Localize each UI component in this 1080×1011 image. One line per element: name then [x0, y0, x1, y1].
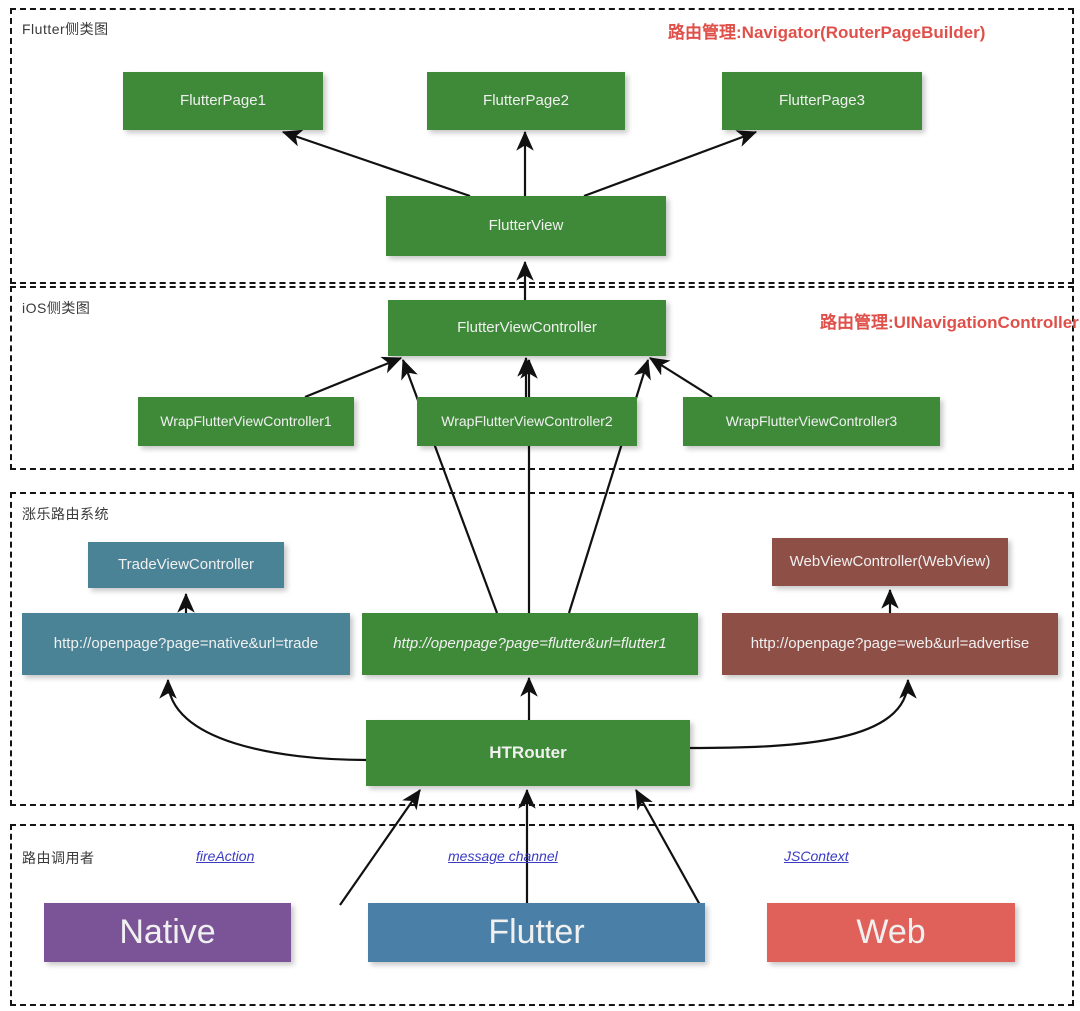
node-trade-view-controller[interactable]: TradeViewController [88, 542, 284, 588]
section-router-callers [10, 824, 1074, 1006]
node-label: WebViewController(WebView) [789, 553, 991, 571]
node-url-flutter[interactable]: http://openpage?page=flutter&url=flutter… [362, 613, 698, 675]
section-label-router-callers: 路由调用者 [22, 850, 95, 866]
section-ios-side [10, 286, 1074, 470]
node-label: WrapFlutterViewController2 [441, 413, 613, 430]
node-label: http://openpage?page=web&url=advertise [750, 635, 1030, 653]
node-caller-web[interactable]: Web [767, 903, 1015, 962]
section-label-router-system: 涨乐路由系统 [22, 506, 109, 522]
node-flutter-page-3[interactable]: FlutterPage3 [722, 72, 922, 130]
node-flutter-page-1[interactable]: FlutterPage1 [123, 72, 323, 130]
node-label: WrapFlutterViewController1 [160, 413, 332, 430]
section-note-ios-side: 路由管理:UINavigationController [820, 313, 1079, 332]
node-label: FlutterView [488, 217, 564, 235]
node-label: FlutterViewController [457, 319, 597, 337]
node-label: FlutterPage2 [483, 92, 569, 110]
node-url-native[interactable]: http://openpage?page=native&url=trade [22, 613, 350, 675]
section-router-system [10, 492, 1074, 806]
node-label: FlutterPage3 [779, 92, 865, 110]
section-flutter-side [10, 8, 1074, 284]
node-label: http://openpage?page=native&url=trade [53, 635, 319, 653]
section-note-flutter-side: 路由管理:Navigator(RouterPageBuilder) [668, 23, 986, 42]
node-ht-router[interactable]: HTRouter [366, 720, 690, 786]
section-label-ios-side: iOS侧类图 [22, 300, 91, 316]
node-flutter-view-controller[interactable]: FlutterViewController [388, 300, 666, 356]
node-flutter-view[interactable]: FlutterView [386, 196, 666, 256]
node-web-view-controller[interactable]: WebViewController(WebView) [772, 538, 1008, 586]
link-label-message-channel: message channel [448, 848, 558, 864]
link-label-fire-action: fireAction [196, 848, 255, 864]
node-caller-flutter[interactable]: Flutter [368, 903, 705, 962]
node-label: HTRouter [489, 743, 567, 763]
node-label: TradeViewController [118, 556, 254, 574]
node-label: Web [856, 912, 926, 951]
node-wrap-flutter-view-controller-3[interactable]: WrapFlutterViewController3 [683, 397, 940, 446]
node-label: FlutterPage1 [180, 92, 266, 110]
node-caller-native[interactable]: Native [44, 903, 291, 962]
link-label-js-context: JSContext [784, 848, 849, 864]
node-label: Flutter [488, 912, 585, 951]
node-url-web[interactable]: http://openpage?page=web&url=advertise [722, 613, 1058, 675]
node-label: http://openpage?page=flutter&url=flutter… [393, 635, 667, 653]
node-wrap-flutter-view-controller-1[interactable]: WrapFlutterViewController1 [138, 397, 354, 446]
node-label: Native [119, 912, 216, 951]
node-flutter-page-2[interactable]: FlutterPage2 [427, 72, 625, 130]
node-label: WrapFlutterViewController3 [725, 413, 898, 430]
section-label-flutter-side: Flutter侧类图 [22, 21, 109, 37]
node-wrap-flutter-view-controller-2[interactable]: WrapFlutterViewController2 [417, 397, 637, 446]
